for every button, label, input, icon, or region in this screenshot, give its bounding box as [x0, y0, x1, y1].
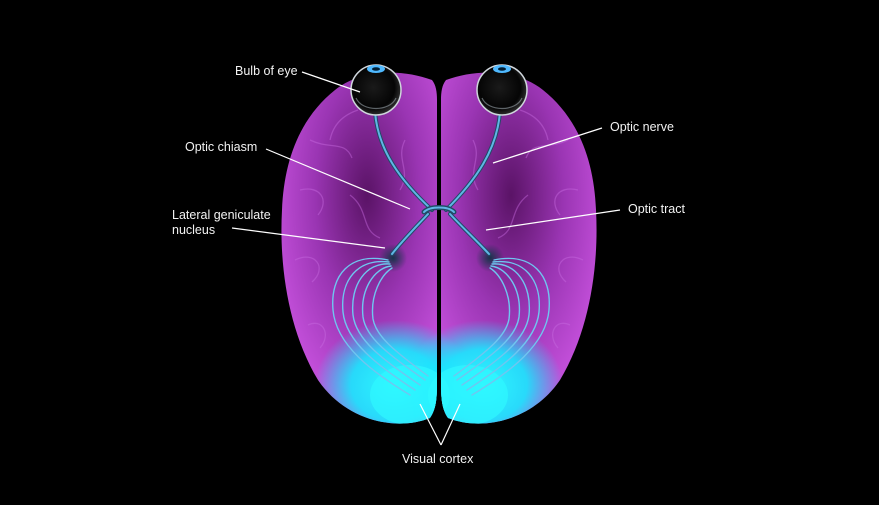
label-optic-nerve: Optic nerve	[610, 120, 674, 134]
label-lgn-line1: Lateral geniculate	[172, 208, 271, 222]
label-optic-chiasm: Optic chiasm	[185, 140, 258, 154]
leader-optic-chiasm	[265, 148, 411, 210]
visual-cortex-area	[315, 320, 563, 424]
optic-tract-left-core	[391, 213, 429, 255]
leader-lgn	[231, 227, 386, 249]
lateral-geniculate-nucleus-right	[476, 244, 504, 272]
label-bulb-of-eye: Bulb of eye	[235, 64, 298, 78]
optic-nerve-left-core	[374, 111, 433, 211]
lateral-geniculate-nucleus-left	[379, 244, 407, 272]
leader-lines	[231, 71, 621, 446]
label-visual-cortex: Visual cortex	[402, 452, 474, 466]
leader-visual-cortex-left	[419, 403, 442, 446]
optic-radiation-left	[332, 257, 429, 396]
brain	[281, 72, 597, 424]
label-lateral-geniculate-nucleus: Lateral geniculate nucleus	[172, 208, 271, 238]
eyeball-left	[350, 64, 402, 116]
optic-nerve-right-core	[445, 111, 501, 211]
leader-optic-tract	[485, 209, 621, 231]
label-optic-tract: Optic tract	[628, 202, 685, 216]
label-lgn-line2: nucleus	[172, 223, 216, 237]
eyeball-right	[476, 64, 528, 116]
leader-visual-cortex-right	[440, 403, 461, 446]
optic-tract-right-core	[449, 213, 490, 255]
optic-radiation-right	[453, 257, 550, 396]
leader-optic-nerve	[492, 127, 603, 164]
leader-bulb-of-eye	[301, 71, 361, 93]
brain-gyri	[294, 109, 584, 349]
optic-chiasm-core	[423, 206, 455, 213]
optic-pathways	[332, 110, 550, 396]
